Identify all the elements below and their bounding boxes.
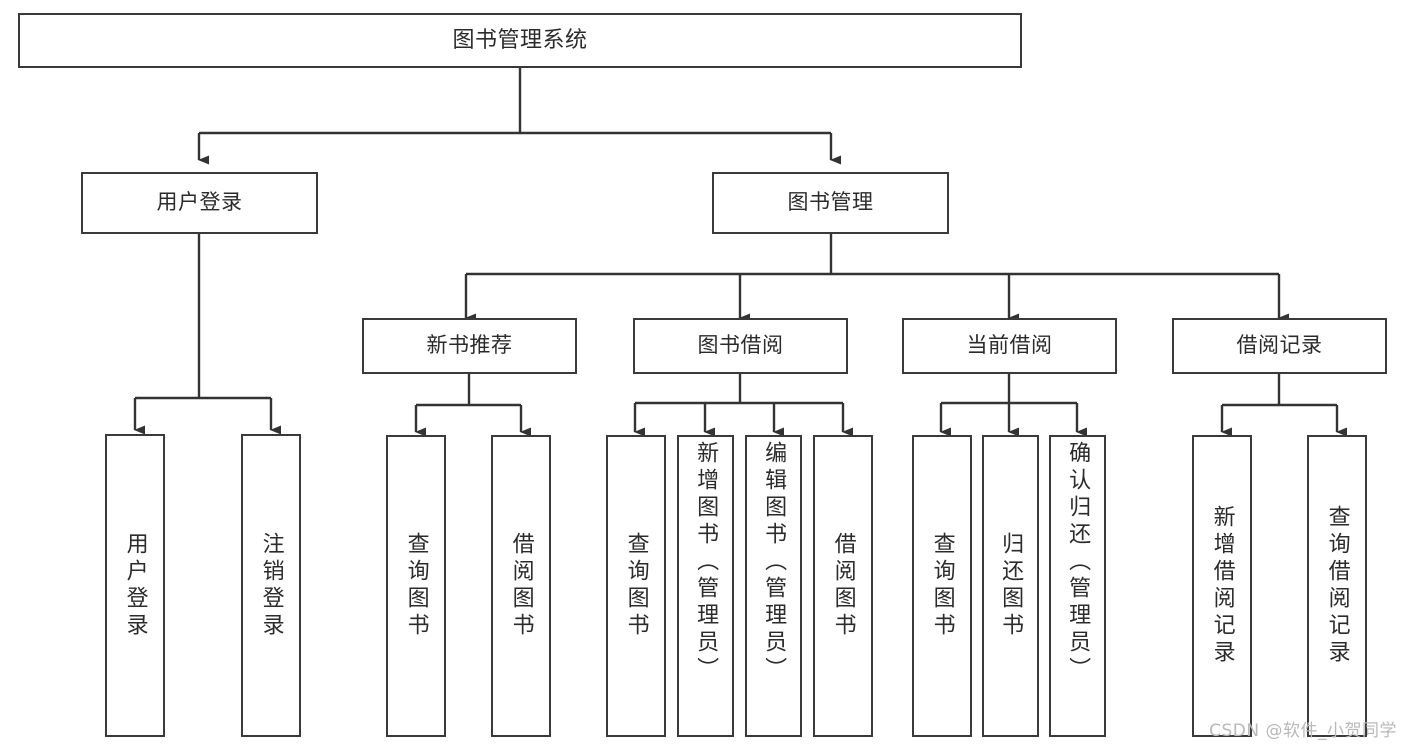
leaf-query-borrow-record[interactable]: 查询借阅记录 bbox=[1307, 435, 1367, 737]
node-label: 图书管理 bbox=[787, 190, 874, 215]
leaf-query-book-current[interactable]: 查询图书 bbox=[912, 435, 972, 737]
leaf-query-book-rec[interactable]: 查询图书 bbox=[386, 435, 446, 737]
node-label: 注销登录 bbox=[258, 531, 284, 640]
node-label: 查询图书 bbox=[403, 532, 429, 640]
node-label: 借阅记录 bbox=[1236, 333, 1323, 358]
node-label: 用户登录 bbox=[122, 531, 148, 640]
leaf-logout-login[interactable]: 注销登录 bbox=[241, 434, 301, 737]
node-label: 当前借阅 bbox=[966, 333, 1053, 358]
node-book-borrow[interactable]: 图书借阅 bbox=[633, 318, 848, 374]
node-label: 编辑图书（管理员） bbox=[761, 441, 787, 684]
watermark-text: CSDN @软件_小贺同学 bbox=[1209, 721, 1397, 741]
leaf-return-book[interactable]: 归还图书 bbox=[982, 435, 1039, 737]
node-label: 新书推荐 bbox=[426, 333, 513, 358]
leaf-add-book[interactable]: 新增图书（管理员） bbox=[677, 435, 734, 737]
node-label: 借阅图书 bbox=[508, 532, 534, 640]
node-label: 查询图书 bbox=[623, 532, 649, 640]
leaf-confirm-return[interactable]: 确认归还（管理员） bbox=[1049, 435, 1106, 737]
node-label: 图书借阅 bbox=[697, 333, 784, 358]
leaf-add-borrow-record[interactable]: 新增借阅记录 bbox=[1192, 435, 1252, 737]
leaf-edit-book[interactable]: 编辑图书（管理员） bbox=[745, 435, 802, 737]
node-user-login[interactable]: 用户登录 bbox=[81, 172, 318, 234]
node-current-borrow[interactable]: 当前借阅 bbox=[902, 318, 1117, 374]
leaf-user-login[interactable]: 用户登录 bbox=[105, 434, 165, 737]
node-new-book-rec[interactable]: 新书推荐 bbox=[362, 318, 577, 374]
node-label: 借阅图书 bbox=[830, 532, 856, 640]
node-root-system[interactable]: 图书管理系统 bbox=[18, 13, 1022, 68]
leaf-query-book-borrow[interactable]: 查询图书 bbox=[606, 435, 666, 737]
leaf-borrow-book-rec[interactable]: 借阅图书 bbox=[491, 435, 551, 737]
node-label: 图书管理系统 bbox=[452, 27, 588, 53]
leaf-borrow-book-borrow[interactable]: 借阅图书 bbox=[813, 435, 873, 737]
node-label: 新增图书（管理员） bbox=[693, 441, 719, 684]
node-label: 用户登录 bbox=[156, 190, 243, 215]
node-borrow-record[interactable]: 借阅记录 bbox=[1172, 318, 1387, 374]
node-label: 确认归还（管理员） bbox=[1065, 441, 1091, 684]
node-label: 查询图书 bbox=[929, 532, 955, 640]
node-book-manage[interactable]: 图书管理 bbox=[712, 172, 949, 234]
node-label: 查询借阅记录 bbox=[1324, 505, 1350, 667]
node-label: 新增借阅记录 bbox=[1209, 505, 1235, 667]
node-label: 归还图书 bbox=[998, 532, 1024, 640]
